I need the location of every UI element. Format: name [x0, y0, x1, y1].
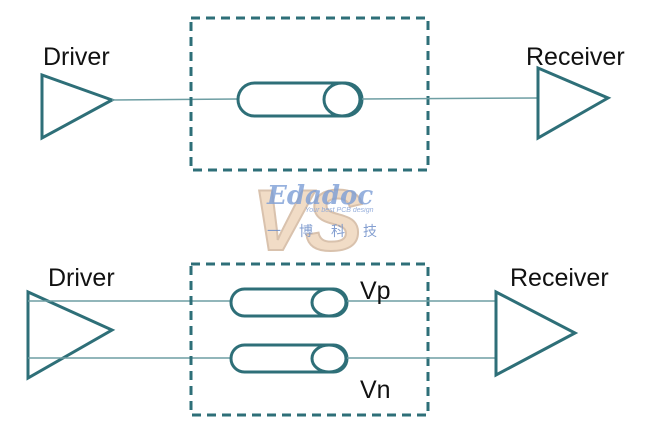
bottom-driver-triangle [26, 289, 116, 381]
bottom-receiver-triangle [494, 289, 579, 378]
bottom-driver-label: Driver [48, 264, 115, 292]
top-receiver-triangle [536, 65, 612, 141]
edadoc-watermark: Edadoc Your best PCB design 一博科技 [253, 183, 383, 245]
bottom-receiver-label: Receiver [510, 264, 609, 292]
top-driver-triangle [40, 72, 116, 141]
vn-transmission-line [229, 343, 349, 374]
top-driver-label: Driver [43, 43, 110, 71]
watermark-main-text: Edadoc [267, 181, 374, 211]
vp-transmission-line [229, 287, 349, 318]
bottom-dashed-box [189, 262, 430, 417]
top-signal-line-left [111, 98, 239, 101]
vp-label: Vp [360, 277, 391, 305]
vn-label: Vn [360, 376, 391, 404]
top-receiver-label: Receiver [526, 43, 625, 71]
watermark-slogan: Your best PCB design [305, 207, 374, 214]
vs-text: VS [251, 173, 364, 269]
top-transmission-line [236, 81, 364, 118]
watermark-chinese: 一博科技 [267, 224, 395, 240]
top-signal-line-right [361, 97, 539, 100]
